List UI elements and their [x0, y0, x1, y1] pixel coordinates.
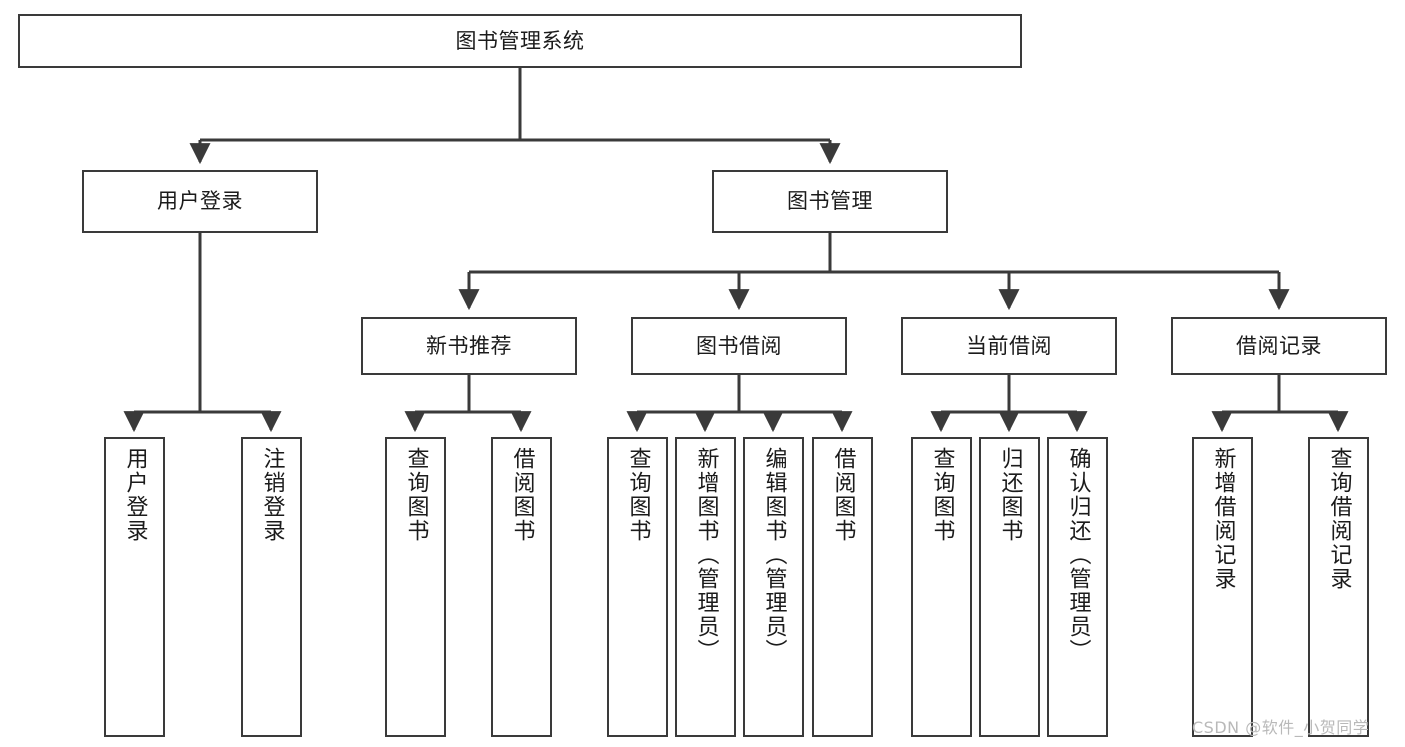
node-label: 新增图书（管理员） [693, 447, 719, 663]
leaf-current-borrow-query[interactable]: 查询图书 [911, 437, 972, 737]
node-label: 确认归还（管理员） [1065, 447, 1091, 663]
node-label: 查询图书 [625, 447, 651, 543]
leaf-user-login-login[interactable]: 用户登录 [104, 437, 165, 737]
node-label: 编辑图书（管理员） [761, 447, 787, 663]
node-label: 借阅图书 [509, 447, 535, 543]
node-label: 用户登录 [157, 189, 243, 214]
leaf-book-borrow-add[interactable]: 新增图书（管理员） [675, 437, 736, 737]
node-label: 图书借阅 [696, 333, 782, 358]
node-book-management[interactable]: 图书管理 [712, 170, 948, 233]
node-label: 借阅图书 [830, 447, 856, 543]
node-label: 借阅记录 [1236, 333, 1322, 358]
leaf-borrow-record-add[interactable]: 新增借阅记录 [1192, 437, 1253, 737]
leaf-book-borrow-query[interactable]: 查询图书 [607, 437, 668, 737]
node-label: 当前借阅 [966, 333, 1052, 358]
node-label: 查询借阅记录 [1326, 447, 1352, 591]
node-borrow-record[interactable]: 借阅记录 [1171, 317, 1387, 375]
node-label: 归还图书 [997, 447, 1023, 543]
node-current-borrow[interactable]: 当前借阅 [901, 317, 1117, 375]
node-label: 新增借阅记录 [1210, 447, 1236, 591]
node-label: 查询图书 [403, 447, 429, 543]
leaf-current-borrow-confirm-return[interactable]: 确认归还（管理员） [1047, 437, 1108, 737]
node-root-system[interactable]: 图书管理系统 [18, 14, 1022, 68]
leaf-book-borrow-edit[interactable]: 编辑图书（管理员） [743, 437, 804, 737]
watermark-text: CSDN @软件_小贺同学 [1192, 718, 1370, 737]
node-label: 用户登录 [122, 447, 148, 543]
node-user-login[interactable]: 用户登录 [82, 170, 318, 233]
leaf-user-login-logout[interactable]: 注销登录 [241, 437, 302, 737]
leaf-new-book-query[interactable]: 查询图书 [385, 437, 446, 737]
leaf-book-borrow-borrow[interactable]: 借阅图书 [812, 437, 873, 737]
node-label: 查询图书 [929, 447, 955, 543]
leaf-new-book-borrow[interactable]: 借阅图书 [491, 437, 552, 737]
node-label: 图书管理 [787, 189, 873, 214]
node-new-book-recommend[interactable]: 新书推荐 [361, 317, 577, 375]
node-label: 注销登录 [259, 447, 285, 543]
node-label: 图书管理系统 [455, 28, 585, 53]
node-book-borrow[interactable]: 图书借阅 [631, 317, 847, 375]
leaf-current-borrow-return[interactable]: 归还图书 [979, 437, 1040, 737]
leaf-borrow-record-query[interactable]: 查询借阅记录 [1308, 437, 1369, 737]
node-label: 新书推荐 [426, 333, 512, 358]
